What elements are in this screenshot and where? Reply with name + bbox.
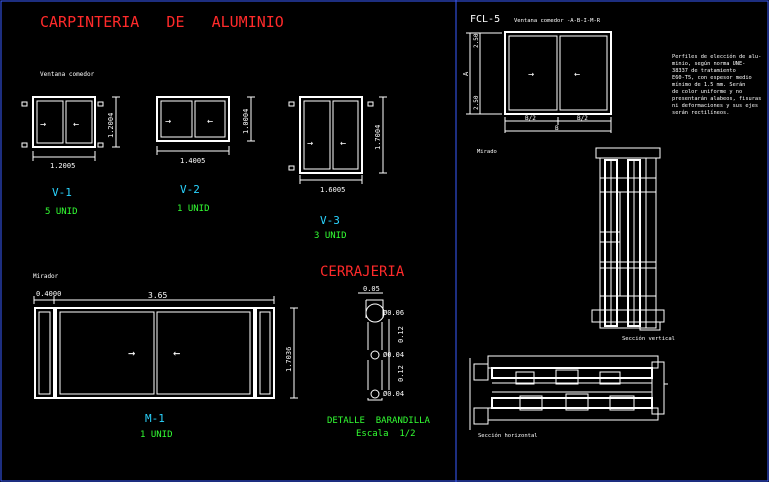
fcl5-outer-frame [504,31,612,115]
v2-left-arrow-icon: ← [207,116,213,127]
v3-outer-frame [299,96,363,174]
fcl5-dim-b: B [555,125,559,132]
spec-line: serán rectilíneos. [672,109,729,116]
spec-line: mínimo de 1.5 mm. Serán [672,81,745,88]
m1-center-frame [55,307,255,399]
spec-line: ni deformaciones y sus ejes [672,103,758,109]
fcl5-dim-a: A [462,71,470,76]
fcl5-right-arrow-icon: → [528,69,534,80]
m1-right-sash [156,311,251,395]
v3-right-sash [332,100,359,170]
cerrajeria-title: CERRAJERIA [320,264,405,280]
fcl5-dim-bottom: 2.50 [473,95,480,110]
fcl5-window: FCL-5 Ventana comedor -A-B-I-M-R 2.50 A … [462,14,612,133]
window-m1: Mirador 0.4000 3.65 → ← 1.7036 M-1 1 UNI… [33,273,298,440]
v1-outer-frame [32,96,96,148]
m1-left-fixed-panel [34,307,55,399]
m1-caption: Mirador [33,273,59,280]
fcl5-half-left: B/2 [525,115,536,122]
railing-scale: Escala 1/2 [356,429,416,439]
v1-left-sash [36,100,64,144]
sheet-title: CARPINTERIA DE ALUMINIO [40,13,284,31]
railing-top-dim: 0.05 [363,285,380,293]
railing-d2: Ø0.04 [383,351,404,359]
v3-code: V-3 [320,214,340,227]
v3-width-dim: 1.6005 [320,186,345,194]
v2-height-dim: 1.0004 [242,109,250,134]
fcl5-right-sash [559,35,608,111]
window-v2: → ← 1.4005 1.0004 V-2 1 UNID [156,96,255,214]
railing-s2: 0.12 [397,365,405,382]
m1-height-dim: 1.7036 [285,347,293,372]
railing-d3: Ø0.04 [383,390,404,398]
v2-outer-frame [156,96,230,142]
m1-right-fixed-panel [255,307,275,399]
spec-line: minio, según norma UNE- [672,60,745,67]
railing-tube-small-2 [370,389,380,399]
m1-left-sash [59,311,155,395]
spec-line: E60-T5, con espesor medio [672,75,752,81]
mirador-label: Mirado [477,149,497,155]
fcl5-caption: Ventana comedor -A-B-I-M-R [514,18,601,24]
v2-right-sash [194,100,226,138]
fcl5-code: FCL-5 [470,14,500,25]
spec-line: de color uniforme y no [672,89,742,95]
v1-caption: Ventana comedor [40,71,95,78]
vertical-section [591,147,665,331]
railing-s1: 0.12 [397,326,405,343]
spec-line: 38337 de tratamiento [672,68,736,74]
m1-code: M-1 [145,412,165,425]
v3-qty: 3 UNID [314,231,347,241]
horizontal-section-label: Sección horizontal [478,432,538,439]
m1-qty: 1 UNID [140,430,173,440]
v2-qty: 1 UNID [177,204,210,214]
fcl5-left-sash [508,35,558,111]
m1-right-arrow-icon: → [128,346,135,360]
railing-d1: Ø0.06 [383,309,404,317]
m1-center-width-dim: 3.65 [148,291,167,300]
fcl5-half-right: B/2 [577,115,588,122]
v2-width-dim: 1.4005 [180,157,205,165]
railing-detail: 0.05 Ø0.06 Ø0.04 Ø0.04 0.12 0.12 DETALLE… [327,285,431,439]
m1-left-arrow-icon: ← [173,346,180,360]
v3-left-arrow-icon: ← [340,138,346,149]
v3-right-arrow-icon: → [307,138,313,149]
window-v1: Ventana comedor → ← 1.2005 1.2004 V-1 5 … [21,71,120,217]
spec-line: presentarán alabeos, fisuras [672,95,761,102]
v2-left-sash [160,100,193,138]
v1-width-dim: 1.2005 [50,162,75,170]
v2-code: V-2 [180,183,200,196]
v1-code: V-1 [52,186,72,199]
horizontal-section [469,355,668,430]
railing-tube-large [365,303,385,323]
v3-height-dim: 1.7004 [374,125,382,150]
v2-right-arrow-icon: → [165,116,171,127]
fcl5-spec-note: Perfiles de elección de alu- minio, segú… [672,53,761,116]
v1-left-arrow-icon: ← [73,119,79,130]
vertical-section-label: Sección vertical [622,335,675,342]
v1-height-dim: 1.2004 [107,113,115,138]
v3-left-sash [303,100,331,170]
spec-line: Perfiles de elección de alu- [672,53,761,60]
v1-right-sash [65,100,93,144]
fcl5-left-arrow-icon: ← [574,69,580,80]
v1-right-arrow-icon: → [40,119,46,130]
m1-left-width-dim: 0.4000 [36,290,61,298]
window-v3: → ← 1.6005 1.7004 V-3 3 UNID [288,96,387,241]
railing-title: DETALLE BARANDILLA [327,416,431,426]
railing-tube-small-1 [370,350,380,360]
v1-qty: 5 UNID [45,207,78,217]
fcl5-dim-top: 2.50 [473,33,480,48]
